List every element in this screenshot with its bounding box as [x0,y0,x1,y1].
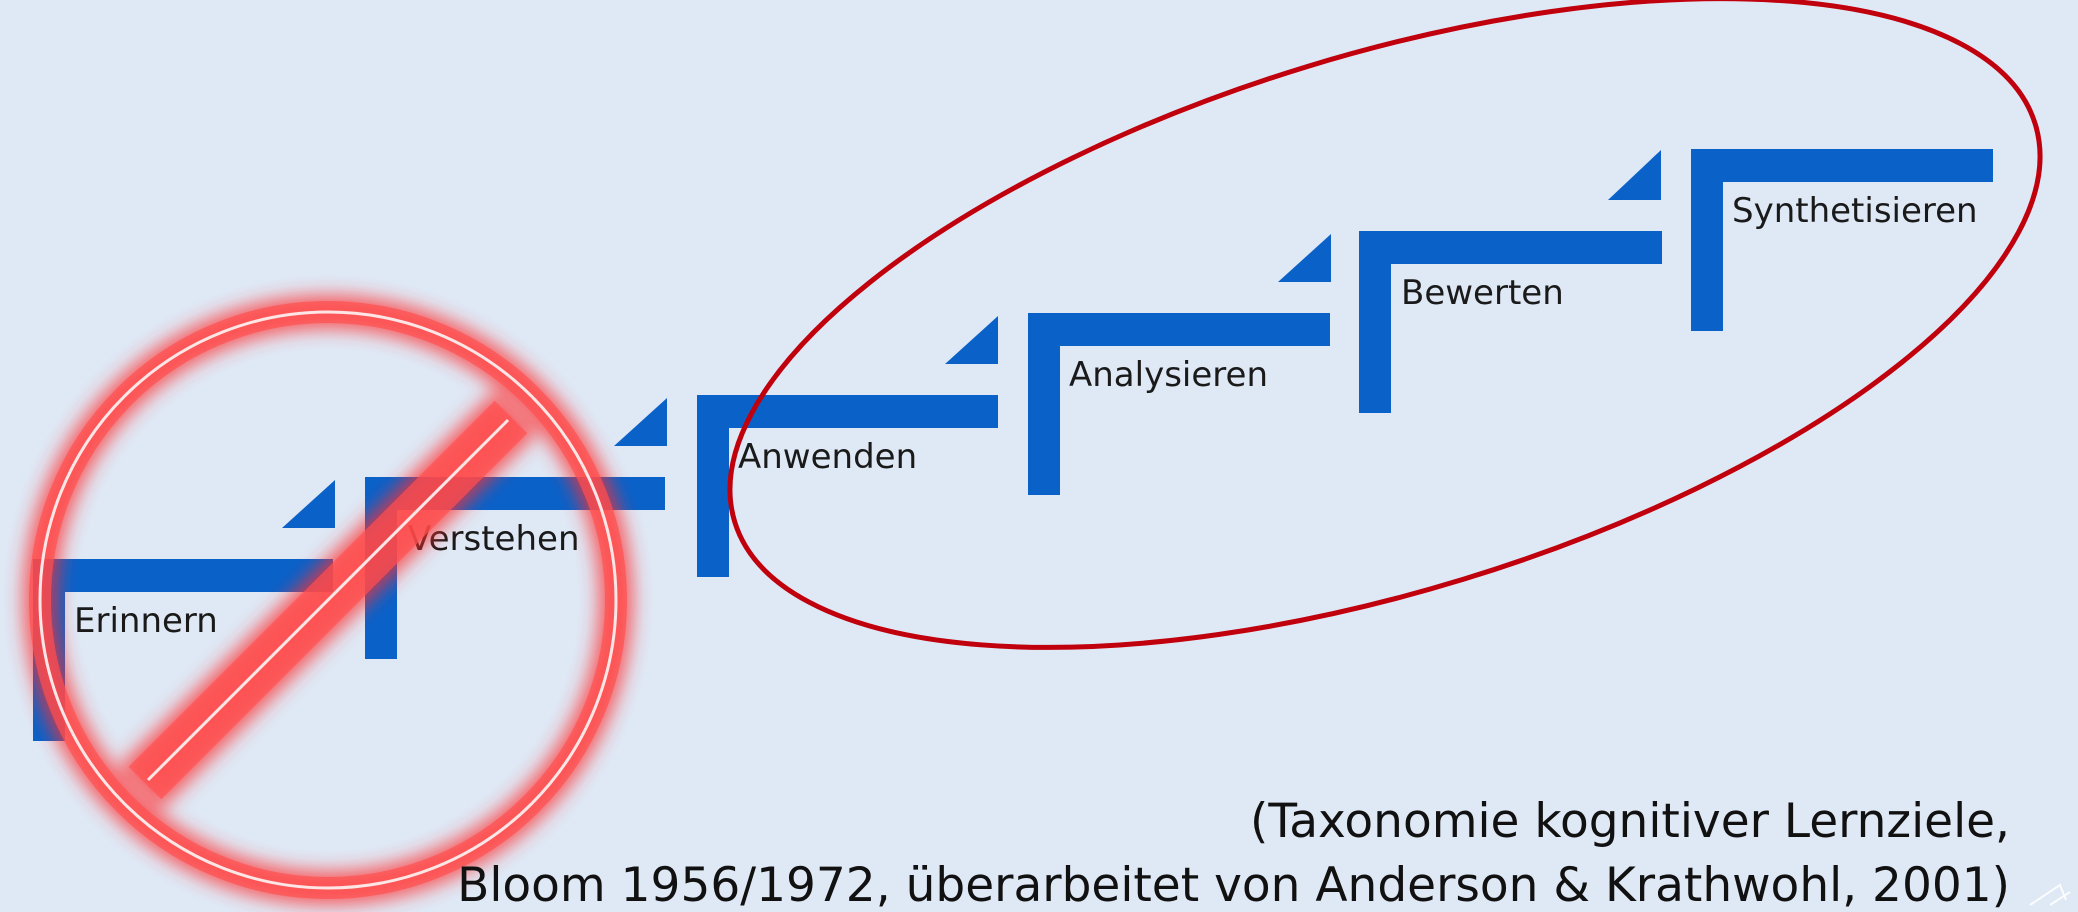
step-riser [1028,313,1060,495]
step-riser [697,395,729,577]
highlight-ellipse [727,0,2043,650]
step-label: Bewerten [1401,273,1564,313]
no-entry-icon [23,295,633,905]
step-arrow-icon [945,316,998,364]
citation-line-2: Bloom 1956/1972, überarbeitet von Anders… [457,858,2010,912]
step-arrow-icon [614,398,667,446]
step-riser [1691,149,1723,331]
page-curl-icon [2029,883,2071,906]
step-bar [1028,313,1330,346]
step-label: Erinnern [74,601,218,641]
step-label: Analysieren [1069,355,1268,395]
step-synthetisieren: Synthetisieren [1691,149,1993,331]
step-label: Synthetisieren [1732,191,1978,231]
step-arrow-icon [1278,234,1331,282]
step-analysieren: Analysieren [1028,234,1331,495]
step-bewerten: Bewerten [1359,150,1662,413]
step-riser [1359,231,1391,413]
step-bar [1359,231,1662,264]
step-bar [1691,149,1993,182]
step-bar [697,395,998,428]
step-arrow-icon [1608,150,1661,200]
step-label: Anwenden [738,437,917,477]
step-arrow-icon [282,480,335,528]
citation: (Taxonomie kognitiver Lernziele, Bloom 1… [457,790,2010,912]
step-bar [33,559,333,592]
citation-line-1: (Taxonomie kognitiver Lernziele, [1249,794,2010,849]
